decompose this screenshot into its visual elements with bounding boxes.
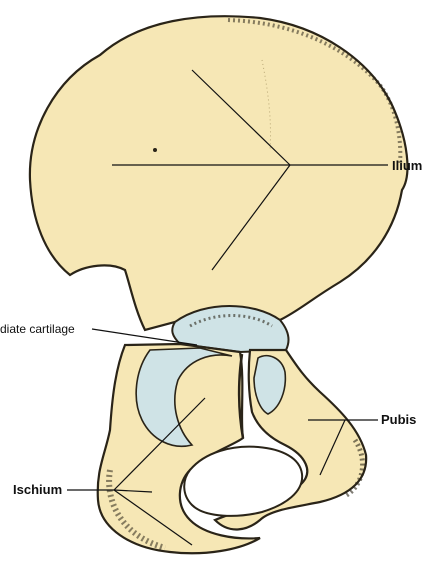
nutrient-foramen xyxy=(153,148,157,152)
label-triradiate-cartilage: diate cartilage xyxy=(0,322,75,336)
label-ilium: Ilium xyxy=(392,158,422,173)
ilium-bone xyxy=(30,16,408,330)
label-pubis: Pubis xyxy=(381,412,416,427)
label-ischium: Ischium xyxy=(13,482,62,497)
